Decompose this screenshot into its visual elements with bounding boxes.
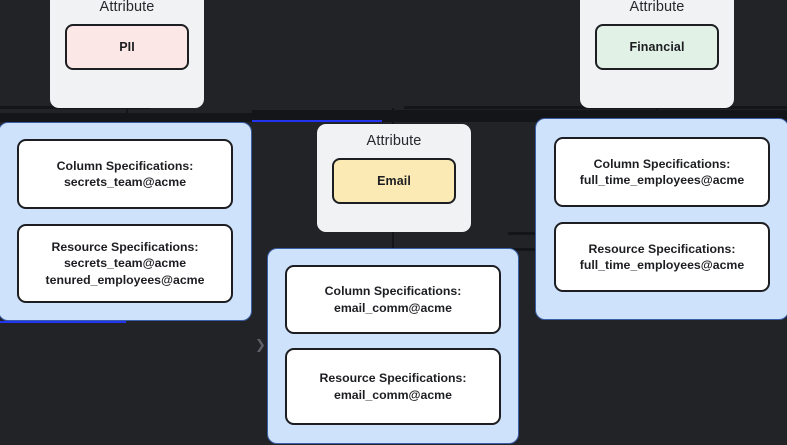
resource-spec-value: secrets_team@acme bbox=[63, 256, 187, 271]
column-spec-value: full_time_employees@acme bbox=[579, 173, 745, 187]
attribute-card-title: Attribute bbox=[366, 133, 422, 149]
column-spec-value: email_comm@acme bbox=[334, 300, 452, 315]
attribute-card-title: Attribute bbox=[629, 0, 685, 15]
column-specifications-box[interactable]: Column Specifications: full_time_employe… bbox=[554, 137, 770, 207]
resource-spec-value: tenured_employees@acme bbox=[45, 272, 205, 287]
column-spec-value: secrets_team@acme bbox=[63, 175, 187, 189]
attribute-chip-pii[interactable]: PII bbox=[65, 24, 189, 71]
resource-specifications-box[interactable]: Resource Specifications: secrets_team@ac… bbox=[17, 224, 233, 303]
edge-horizontal-band-left bbox=[0, 113, 252, 122]
resource-spec-heading: Resource Specifications: bbox=[588, 241, 736, 256]
resource-spec-value: email_comm@acme bbox=[334, 387, 452, 402]
spec-panel-full-time-employees[interactable]: Column Specifications: full_time_employe… bbox=[535, 118, 787, 320]
column-spec-heading: Column Specifications: bbox=[593, 156, 731, 171]
resource-specifications-box[interactable]: Resource Specifications: full_time_emplo… bbox=[554, 222, 770, 292]
chevron-right-icon[interactable]: ❯ bbox=[255, 338, 266, 353]
column-specifications-box[interactable]: Column Specifications: secrets_team@acme bbox=[17, 139, 233, 209]
column-specifications-box[interactable]: Column Specifications: email_comm@acme bbox=[285, 265, 501, 334]
edge-right-stub-a bbox=[508, 113, 538, 116]
resource-spec-heading: Resource Specifications: bbox=[319, 371, 467, 386]
attribute-chip-financial[interactable]: Financial bbox=[595, 24, 719, 71]
spec-panel-secrets-team[interactable]: Column Specifications: secrets_team@acme… bbox=[0, 122, 252, 321]
column-spec-heading: Column Specifications: bbox=[56, 158, 194, 173]
attribute-card-financial[interactable]: Attribute Financial bbox=[580, 0, 734, 108]
attribute-card-email[interactable]: Attribute Email bbox=[317, 124, 471, 232]
selection-line-bottom-left-panel bbox=[0, 321, 126, 323]
resource-spec-heading: Resource Specifications: bbox=[51, 240, 199, 255]
resource-specifications-box[interactable]: Resource Specifications: email_comm@acme bbox=[285, 348, 501, 425]
column-spec-heading: Column Specifications: bbox=[324, 284, 462, 299]
selection-line-top-left-panel bbox=[252, 120, 382, 122]
attribute-chip-email[interactable]: Email bbox=[332, 158, 456, 205]
resource-spec-value: full_time_employees@acme bbox=[579, 258, 745, 272]
spec-panel-email-comm[interactable]: Column Specifications: email_comm@acme R… bbox=[267, 248, 519, 444]
attribute-card-pii[interactable]: Attribute PII bbox=[50, 0, 204, 108]
attribute-card-title: Attribute bbox=[99, 0, 155, 15]
